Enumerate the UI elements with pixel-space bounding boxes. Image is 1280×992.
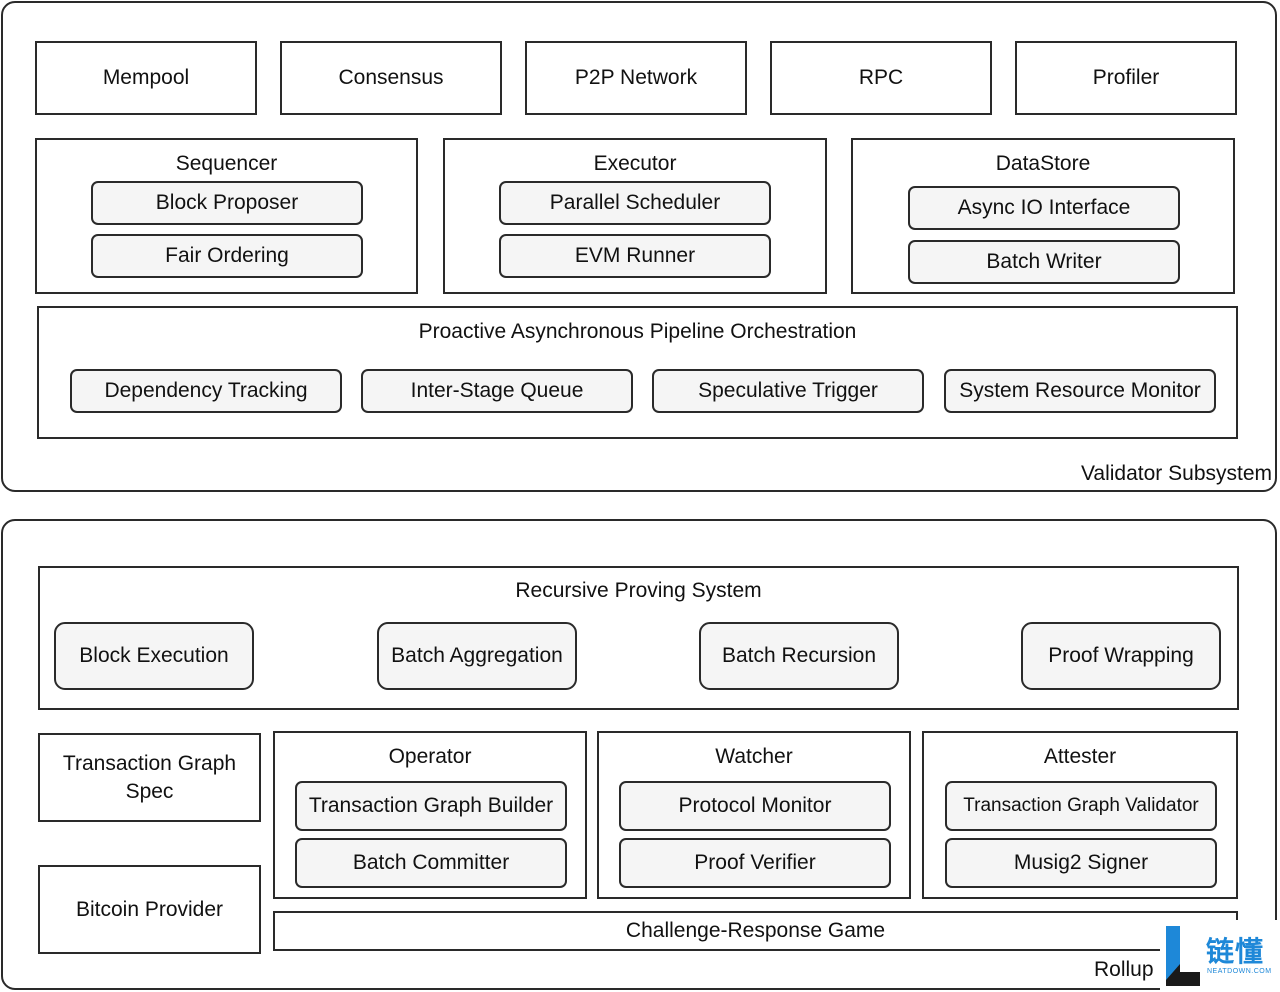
musig2-signer: Musig2 Signer	[945, 838, 1217, 888]
parallel-scheduler: Parallel Scheduler	[499, 181, 771, 225]
sequencer-group: Sequencer Block Proposer Fair Ordering	[35, 138, 418, 294]
block-proposer: Block Proposer	[91, 181, 363, 225]
speculative-trigger: Speculative Trigger	[652, 369, 924, 413]
transaction-graph-spec: Transaction Graph Spec	[38, 733, 261, 822]
pipeline-orchestration-group: Proactive Asynchronous Pipeline Orchestr…	[37, 306, 1238, 439]
batch-aggregation: Batch Aggregation	[377, 622, 577, 690]
executor-group: Executor Parallel Scheduler EVM Runner	[443, 138, 827, 294]
block-execution: Block Execution	[54, 622, 254, 690]
attester-group: Attester Transaction Graph Validator Mus…	[922, 731, 1238, 899]
operator-title: Operator	[388, 745, 472, 768]
validator-subsystem-label: Validator Subsystem	[1080, 462, 1272, 485]
profiler-module: Profiler	[1015, 41, 1237, 115]
consensus-module: Consensus	[280, 41, 502, 115]
neatdown-logo-text: 链懂	[1206, 935, 1265, 968]
protocol-monitor: Protocol Monitor	[619, 781, 891, 831]
batch-recursion: Batch Recursion	[699, 622, 899, 690]
operator-group: Operator Transaction Graph Builder Batch…	[273, 731, 587, 899]
transaction-graph-builder: Transaction Graph Builder	[295, 781, 567, 831]
async-io-interface: Async IO Interface	[908, 186, 1180, 230]
executor-title: Executor	[593, 152, 677, 175]
rollup-label: Rollup	[1094, 958, 1154, 981]
neatdown-logo-subtext: NEATDOWN.COM	[1207, 968, 1272, 975]
transaction-graph-validator: Transaction Graph Validator	[945, 781, 1217, 831]
datastore-title: DataStore	[995, 152, 1091, 175]
p2p-network-module: P2P Network	[525, 41, 747, 115]
challenge-response-game: Challenge-Response Game	[273, 911, 1238, 951]
fair-ordering: Fair Ordering	[91, 234, 363, 278]
recursive-proving-group: Recursive Proving System Block Execution…	[38, 566, 1239, 710]
sequencer-title: Sequencer	[175, 152, 278, 175]
transaction-graph-spec-label: Transaction Graph Spec	[62, 752, 237, 803]
pipeline-orchestration-title: Proactive Asynchronous Pipeline Orchestr…	[418, 320, 857, 343]
recursive-proving-title: Recursive Proving System	[515, 579, 762, 602]
neatdown-logo: 链懂 NEATDOWN.COM	[1160, 920, 1278, 992]
batch-writer: Batch Writer	[908, 240, 1180, 284]
proof-wrapping: Proof Wrapping	[1021, 622, 1221, 690]
batch-committer: Batch Committer	[295, 838, 567, 888]
datastore-group: DataStore Async IO Interface Batch Write…	[851, 138, 1235, 294]
inter-stage-queue: Inter-Stage Queue	[361, 369, 633, 413]
dependency-tracking: Dependency Tracking	[70, 369, 342, 413]
watcher-group: Watcher Protocol Monitor Proof Verifier	[597, 731, 911, 899]
evm-runner: EVM Runner	[499, 234, 771, 278]
neatdown-logo-mark	[1166, 926, 1200, 986]
attester-title: Attester	[1043, 745, 1117, 768]
mempool-module: Mempool	[35, 41, 257, 115]
system-resource-monitor: System Resource Monitor	[944, 369, 1216, 413]
rpc-module: RPC	[770, 41, 992, 115]
proof-verifier: Proof Verifier	[619, 838, 891, 888]
watcher-title: Watcher	[715, 745, 793, 768]
bitcoin-provider: Bitcoin Provider	[38, 865, 261, 954]
